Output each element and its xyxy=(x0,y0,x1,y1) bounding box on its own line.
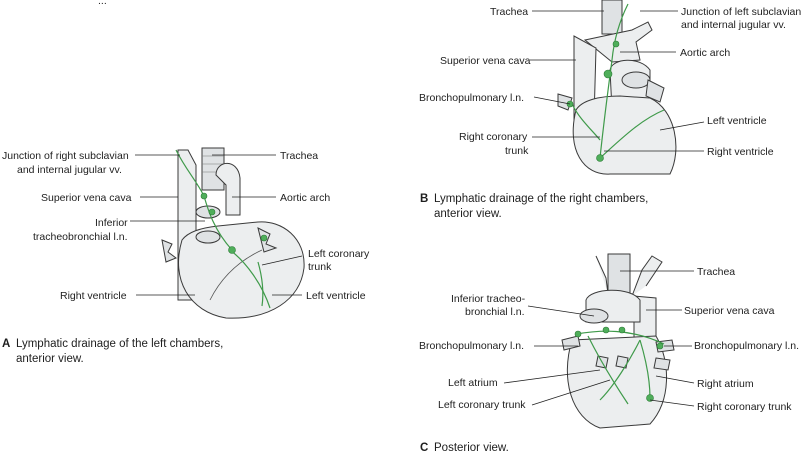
label-bronchopulmonary-b: Bronchopulmonary l.n. xyxy=(419,92,524,104)
label-aortic-arch-b: Aortic arch xyxy=(680,47,730,59)
label-left-coronary-c: Left coronary trunk xyxy=(438,399,526,411)
label-inferior-tb-c-1: Inferior tracheo- xyxy=(451,293,526,305)
caption-letter-a: A xyxy=(2,338,10,350)
panel-a-heart-illustration xyxy=(161,147,305,319)
clipped-text-fragment: ... xyxy=(98,0,107,7)
label-junction-right-1: Junction of right subclavian xyxy=(2,150,129,162)
label-junction-left-1: Junction of left subclavian xyxy=(681,6,801,18)
heart-c-shape xyxy=(566,335,668,429)
panel-c-heart-illustration xyxy=(561,253,675,429)
label-left-coronary-a-1: Left coronary xyxy=(308,248,370,260)
label-bronchopulmonary-c-left: Bronchopulmonary l.n. xyxy=(419,340,524,352)
panel-a: Junction of right subclavian and interna… xyxy=(2,147,370,365)
label-left-atrium-c: Left atrium xyxy=(448,377,498,389)
label-junction-left-2: and internal jugular vv. xyxy=(681,19,786,31)
caption-c: Posterior view. xyxy=(434,442,509,452)
aorta-shape xyxy=(215,162,241,216)
caption-letter-b: B xyxy=(420,193,428,205)
label-right-coronary-c: Right coronary trunk xyxy=(697,401,792,413)
caption-b-line1: Lymphatic drainage of the right chambers… xyxy=(434,193,648,205)
label-inferior-tb-a-1: Inferior xyxy=(95,217,128,229)
label-superior-vena-cava-a: Superior vena cava xyxy=(41,192,132,204)
panel-b-heart-illustration xyxy=(557,0,677,175)
panel-c: Inferior tracheo- bronchial l.n. Broncho… xyxy=(419,253,799,452)
caption-a-line2: anterior view. xyxy=(16,353,84,365)
label-trachea-c: Trachea xyxy=(697,266,735,278)
caption-a-line1: Lymphatic drainage of the left chambers, xyxy=(16,338,223,350)
heart-shape xyxy=(178,221,305,319)
label-right-ventricle-b: Right ventricle xyxy=(707,146,774,158)
label-right-coronary-b-1: Right coronary xyxy=(459,131,528,143)
label-trachea-b: Trachea xyxy=(490,6,528,18)
label-right-ventricle-a: Right ventricle xyxy=(60,290,127,302)
caption-b-line2: anterior view. xyxy=(434,208,502,220)
label-aortic-arch-a: Aortic arch xyxy=(280,192,330,204)
label-right-atrium-c: Right atrium xyxy=(697,378,754,390)
label-inferior-tb-c-2: bronchial l.n. xyxy=(465,306,525,318)
label-left-ventricle-a: Left ventricle xyxy=(306,290,366,302)
label-left-ventricle-b: Left ventricle xyxy=(707,115,767,127)
panel-b: Trachea Superior vena cava Bronchopulmon… xyxy=(419,0,801,220)
label-superior-vena-cava-b: Superior vena cava xyxy=(440,55,531,67)
caption-letter-c: C xyxy=(420,442,428,452)
heart-b-shape xyxy=(572,95,677,175)
label-junction-right-2: and internal jugular vv. xyxy=(17,164,122,176)
label-bronchopulmonary-c-right: Bronchopulmonary l.n. xyxy=(694,340,799,352)
label-inferior-tb-a-2: tracheobronchial l.n. xyxy=(33,231,128,243)
label-superior-vena-cava-c: Superior vena cava xyxy=(684,305,775,317)
trachea-b-shape xyxy=(601,0,623,35)
label-left-coronary-a-2: trunk xyxy=(308,261,332,273)
label-trachea-a: Trachea xyxy=(280,150,318,162)
label-right-coronary-b-2: trunk xyxy=(505,145,529,157)
